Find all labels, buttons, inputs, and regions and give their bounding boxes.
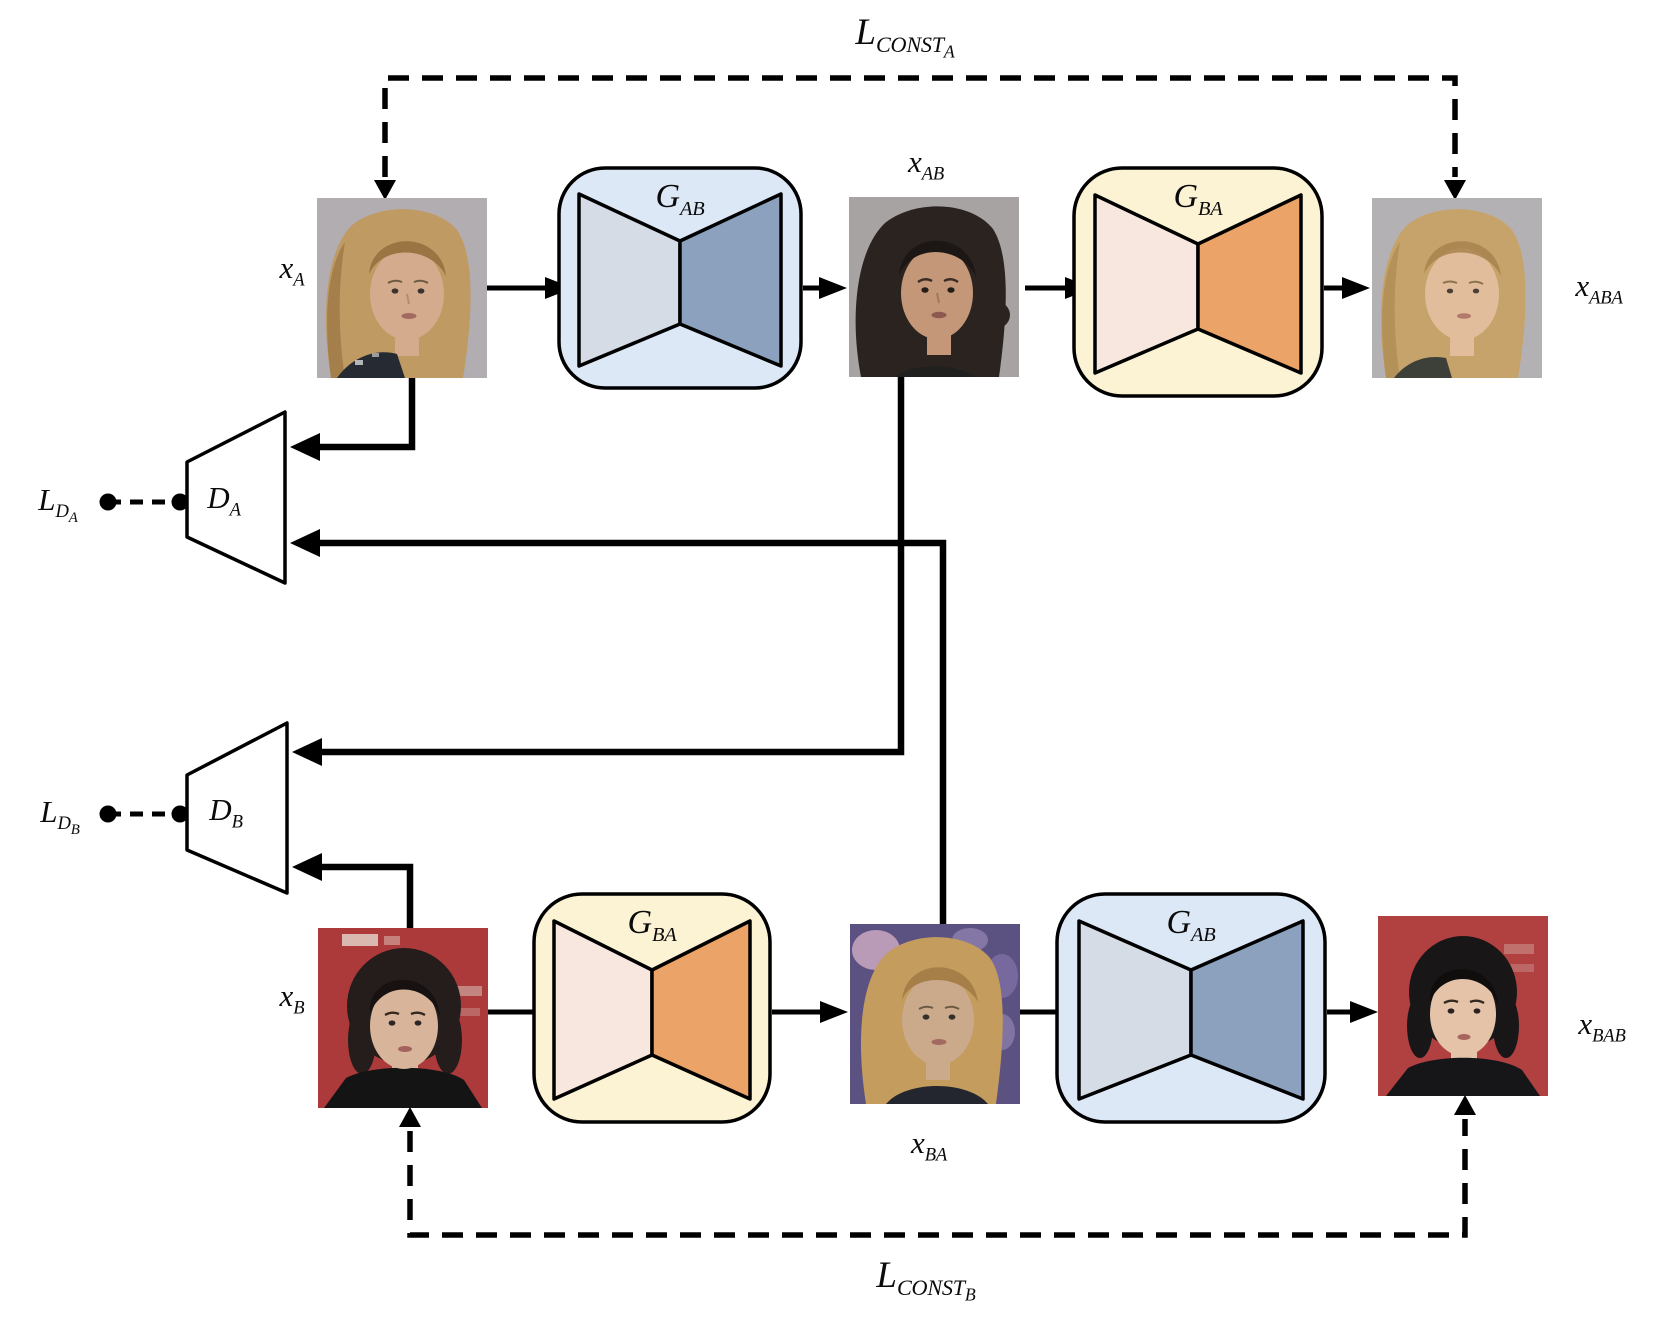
const-a-loss-path: [382, 75, 1458, 177]
clothing: [886, 1086, 988, 1104]
label-l-const-a: LCONSTA: [855, 12, 955, 63]
photo-xb: [318, 928, 488, 1108]
generator-gba-bottom-label: GBA: [627, 904, 677, 946]
label-l-d-a: LDA: [38, 482, 78, 527]
decoder-shape: [1189, 919, 1305, 1101]
label-discriminator-da: DA: [207, 480, 241, 521]
ld-b-dot-left: [99, 805, 117, 823]
face: [1430, 972, 1496, 1056]
line-xa-to-da: [320, 378, 416, 451]
label-xab: xAB: [907, 144, 945, 185]
face: [1425, 248, 1499, 340]
label-l-const-b: LCONSTB: [876, 1255, 976, 1306]
label-xa: xA: [279, 250, 305, 291]
line-xab-to-db: [322, 377, 905, 756]
label-l-d-b: LDB: [40, 794, 80, 839]
clothing: [337, 352, 405, 378]
discriminators: [185, 410, 289, 895]
label-xba: xBA: [910, 1125, 948, 1166]
arrowhead-into-xaba-top: [1444, 180, 1466, 200]
line-xb-to-db: [322, 863, 414, 928]
ld-link-dots: [99, 493, 189, 823]
discriminator-input-lines: [320, 377, 947, 928]
photo-xab: [849, 197, 1019, 377]
generator-gab-bottom-label: GAB: [1166, 904, 1216, 946]
photo-xba: [850, 924, 1020, 1104]
photo-xa: [317, 198, 487, 378]
clothing: [1386, 1057, 1540, 1096]
const-b-loss-path: [407, 1119, 1468, 1238]
generator-gba-top-box: GBA: [1072, 166, 1324, 398]
clothing: [324, 1067, 482, 1108]
decoder-shape: [650, 919, 752, 1101]
clothing: [1394, 356, 1452, 378]
arrowhead-into-xb-bottom: [399, 1107, 421, 1127]
label-xaba: xABA: [1575, 268, 1623, 309]
generator-gba-top-label: GBA: [1173, 178, 1223, 220]
ld-b-dot-right: [171, 805, 189, 823]
ld-a-dot-right: [171, 493, 189, 511]
arrowhead-into-xbab-bottom: [1454, 1095, 1476, 1115]
label-xbab: xBAB: [1578, 1006, 1626, 1047]
discriminator-input-arrowheads: [290, 433, 322, 881]
generator-gab-bottom-box: GAB: [1055, 892, 1327, 1124]
generator-gab-top-box: GAB: [557, 166, 803, 390]
discriminator-db-shape: [185, 721, 289, 895]
face: [370, 983, 438, 1069]
decoder-shape: [1196, 193, 1303, 375]
label-xb: xB: [279, 978, 305, 1019]
photo-xaba: [1372, 198, 1542, 378]
discriminator-da-shape: [185, 410, 287, 585]
label-discriminator-db: DB: [209, 792, 243, 833]
decoder-shape: [678, 192, 783, 368]
clothing: [895, 366, 975, 377]
generator-gba-bottom-box: GBA: [532, 892, 772, 1124]
arrowhead-into-xa-top: [374, 180, 396, 200]
const-loss-arrowheads: [374, 180, 1476, 1127]
ld-a-dot-left: [99, 493, 117, 511]
line-xba-to-da: [320, 539, 947, 924]
face: [902, 975, 974, 1065]
generator-gab-top-label: GAB: [655, 178, 705, 220]
photo-xbab: [1378, 916, 1548, 1096]
